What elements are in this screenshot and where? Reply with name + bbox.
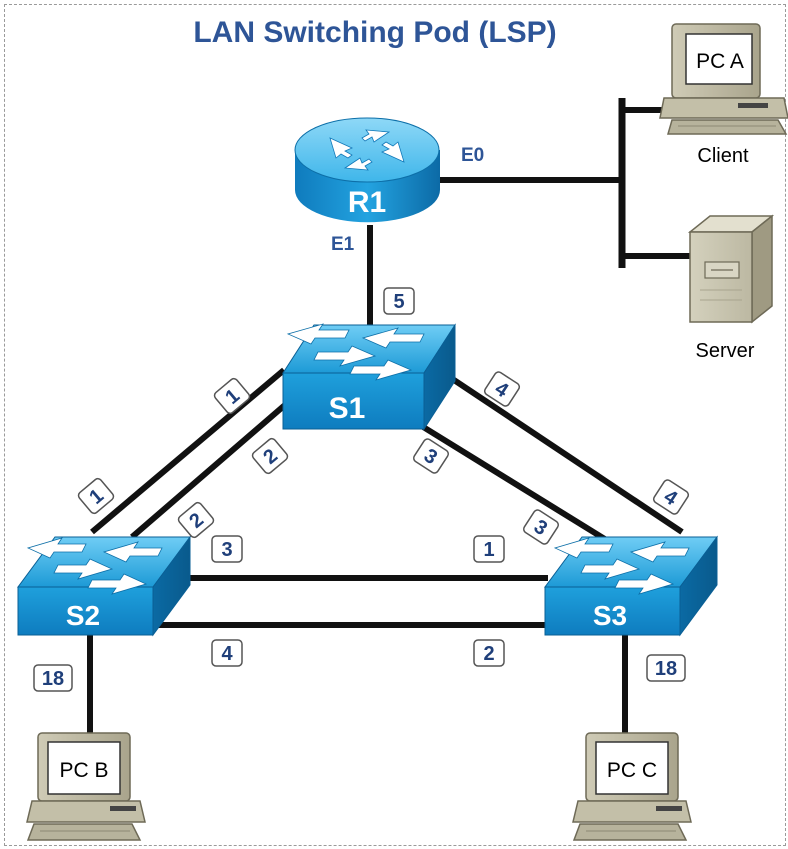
- switch-s1-label: S1: [329, 392, 366, 425]
- switch-s1: S1: [282, 323, 456, 431]
- port-box-s1-s3-b: 4: [483, 371, 521, 407]
- pc-b-label: PC B: [59, 759, 108, 782]
- link-s1-s3-a: [418, 422, 610, 544]
- link-s1-s2-a: [90, 367, 286, 535]
- svg-text:18: 18: [655, 658, 677, 680]
- port-box-s1-r1: 5: [383, 287, 415, 315]
- switch-arrows-icon: [286, 323, 425, 381]
- pc-c-label: PC C: [607, 759, 657, 782]
- port-box-s1-s2-a: 1: [213, 377, 251, 415]
- port-labels: 5 3 1 4 2 18 18 1: [33, 287, 690, 692]
- diagram-frame: [4, 4, 786, 846]
- port-box-s3-s2-b: 2: [473, 639, 505, 667]
- svg-text:5: 5: [393, 291, 404, 313]
- switch-arrows-icon: [553, 537, 690, 595]
- port-box-s2-s1-a: 1: [77, 477, 115, 515]
- pc-b: PC B: [26, 732, 146, 841]
- router-r1-label: R1: [348, 186, 386, 219]
- port-box-s2-s3-b: 4: [211, 639, 243, 667]
- svg-text:1: 1: [483, 539, 494, 561]
- port-box-s2-pcb: 18: [33, 664, 73, 692]
- router-r1: R1: [294, 117, 440, 223]
- router-arrows-icon: [329, 129, 405, 171]
- port-box-s2-s3-a: 3: [211, 535, 243, 563]
- pc-a-label: PC A: [696, 50, 744, 73]
- link-s1-s3-b: [449, 375, 684, 535]
- pc-c: PC C: [572, 732, 692, 841]
- iface-e1-label: E1: [331, 234, 355, 255]
- switch-s3-label: S3: [593, 600, 627, 631]
- svg-text:18: 18: [42, 668, 64, 690]
- iface-e0-label: E0: [461, 145, 484, 166]
- port-box-s3-pcc: 18: [646, 654, 686, 682]
- switch-arrows-icon: [26, 537, 163, 595]
- server: [687, 214, 775, 324]
- server-label: Server: [696, 340, 755, 362]
- svg-text:4: 4: [221, 643, 233, 665]
- port-box-s1-s2-b: 2: [251, 437, 289, 475]
- switch-s3: S3: [544, 535, 718, 637]
- link-s1-s2-b: [130, 389, 302, 540]
- port-box-s1-s3-a: 3: [412, 438, 450, 474]
- client-label: Client: [697, 145, 749, 167]
- port-box-s3-s1-a: 3: [522, 509, 560, 545]
- links: [87, 98, 690, 735]
- switch-s2-label: S2: [66, 600, 100, 631]
- port-box-s2-s1-b: 2: [177, 501, 215, 539]
- svg-text:2: 2: [483, 643, 494, 665]
- port-box-s3-s1-b: 4: [652, 479, 690, 515]
- svg-text:3: 3: [221, 539, 232, 561]
- switch-s2: S2: [17, 535, 191, 637]
- diagram-title: LAN Switching Pod (LSP): [193, 16, 556, 49]
- port-box-s3-s2-a: 1: [473, 535, 505, 563]
- pc-a: PC A: [659, 23, 788, 135]
